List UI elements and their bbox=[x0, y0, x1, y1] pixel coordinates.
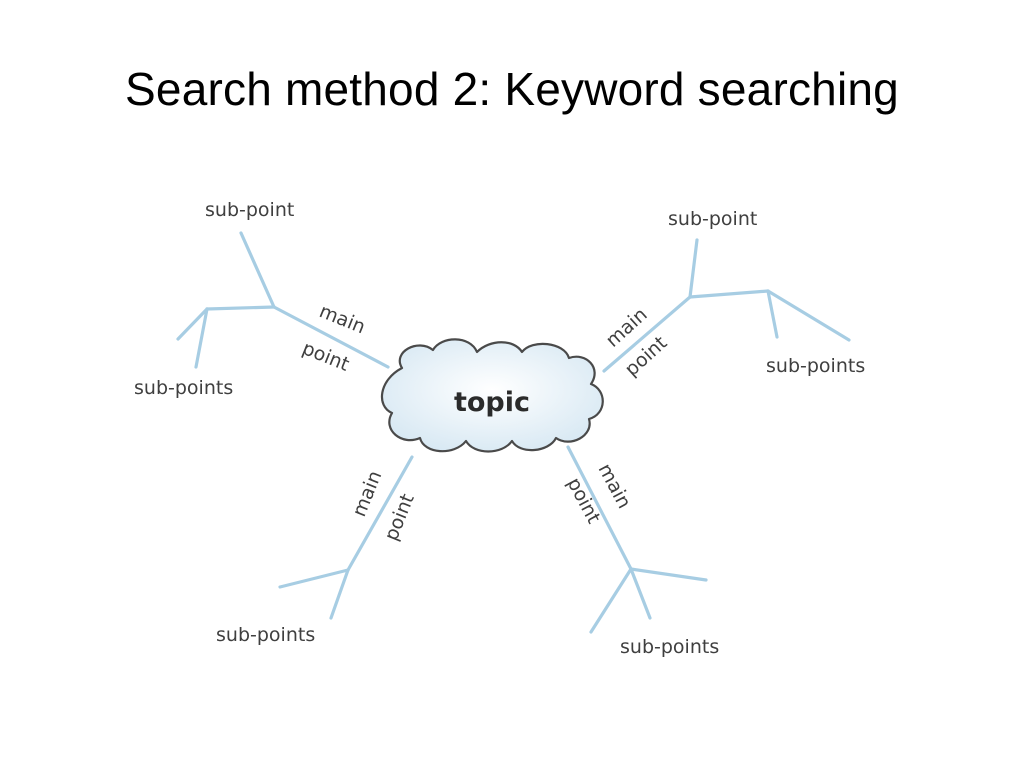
main-point-label-lower-right-1: main bbox=[594, 460, 636, 512]
sub-line-upper-left-1 bbox=[239, 231, 276, 309]
main-line-lower-right bbox=[566, 445, 633, 571]
sub-points-label-upper-right: sub-points bbox=[766, 355, 865, 377]
branch-upper-left bbox=[176, 231, 390, 369]
sub-line-upper-left-3 bbox=[176, 307, 209, 341]
main-point-label-lower-left-2: point bbox=[380, 491, 419, 544]
sub-line-upper-right-2 bbox=[688, 289, 770, 299]
sub-line-upper-left-4 bbox=[194, 307, 209, 369]
branch-lower-right bbox=[566, 445, 708, 634]
sub-line-lower-left-2 bbox=[329, 568, 350, 620]
sub-points-label-upper-left: sub-points bbox=[134, 377, 233, 399]
sub-point-label-upper-left: sub-point bbox=[205, 199, 294, 221]
main-line-upper-left bbox=[272, 305, 390, 369]
sub-line-lower-right-2 bbox=[589, 567, 633, 634]
main-line-upper-right bbox=[602, 295, 692, 373]
sub-line-lower-left-1 bbox=[278, 568, 350, 589]
sub-line-upper-right-4 bbox=[766, 289, 851, 342]
slide-title: Search method 2: Keyword searching bbox=[125, 63, 899, 115]
branch-lower-left bbox=[278, 455, 414, 620]
main-line-lower-left bbox=[346, 455, 414, 572]
sub-line-lower-right-3 bbox=[629, 567, 652, 620]
cloud-shape bbox=[380, 338, 604, 453]
sub-line-lower-right-1 bbox=[629, 567, 708, 582]
sub-line-upper-right-1 bbox=[688, 238, 699, 299]
branch-upper-right bbox=[602, 238, 851, 373]
topic-label: topic bbox=[454, 387, 530, 418]
sub-points-label-lower-left: sub-points bbox=[216, 624, 315, 646]
sub-points-label-lower-right: sub-points bbox=[620, 636, 719, 658]
main-point-label-lower-right-2: point bbox=[563, 474, 605, 527]
sub-line-upper-right-3 bbox=[766, 289, 779, 339]
sub-point-label-upper-right: sub-point bbox=[668, 208, 757, 230]
sub-line-upper-left-2 bbox=[205, 305, 276, 311]
topic-cloud: topic bbox=[380, 338, 604, 453]
